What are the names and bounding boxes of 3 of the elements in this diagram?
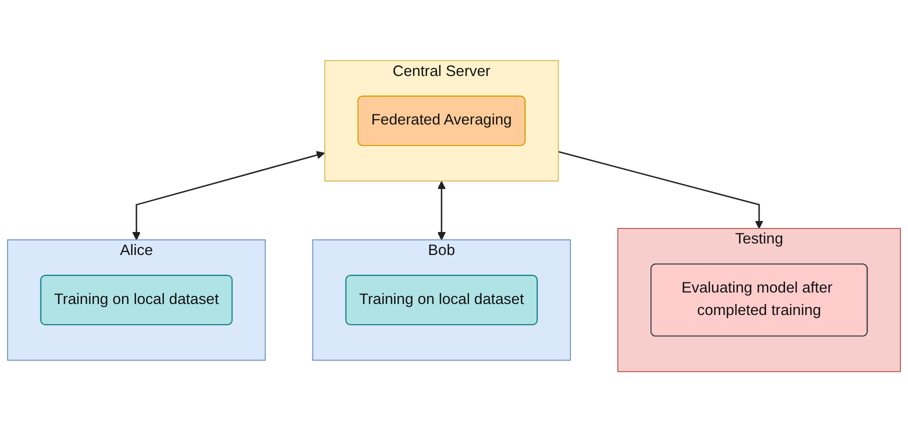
arrow: [558, 150, 764, 229]
arrow: [132, 150, 325, 240]
arrow: [437, 180, 446, 240]
